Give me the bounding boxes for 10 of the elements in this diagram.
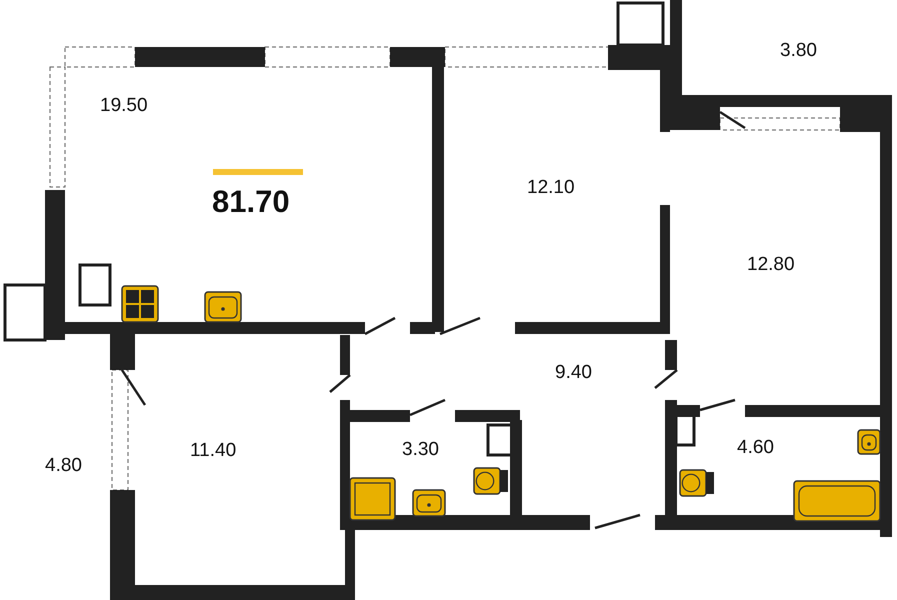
room-area-label: 12.10 bbox=[527, 177, 575, 199]
total-area: 81.70 bbox=[212, 184, 290, 220]
room-area-label: 12.80 bbox=[747, 254, 795, 276]
room-area-label: 11.40 bbox=[190, 440, 236, 462]
room-area-label: 4.80 bbox=[45, 455, 82, 477]
room-area-label: 3.30 bbox=[402, 439, 439, 461]
room-area-label: 3.80 bbox=[780, 40, 817, 62]
room-area-label: 4.60 bbox=[737, 437, 774, 459]
room-area-label: 19.50 bbox=[100, 95, 148, 117]
room-area-label: 9.40 bbox=[555, 362, 592, 384]
